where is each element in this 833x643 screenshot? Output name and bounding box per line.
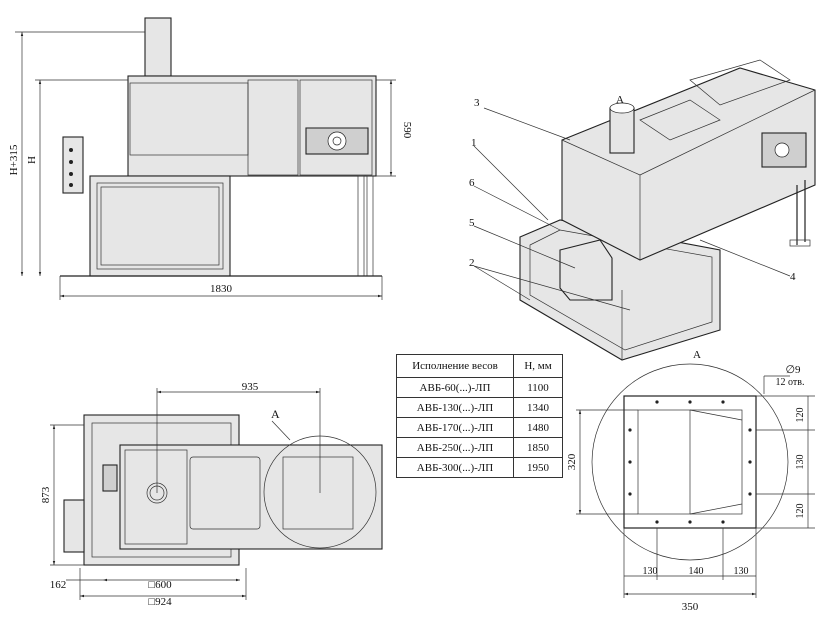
detail-a-view: A ∅9 12 отв. 120 130 120 320 130 140 130… (566, 349, 815, 613)
spec-table: Исполнение весов H, мм АВБ-60(...)-ЛП 11… (396, 354, 563, 478)
holes-diameter: ∅9 (785, 364, 801, 376)
row-model: АВБ-300(...)-ЛП (396, 457, 514, 478)
row-model: АВБ-130(...)-ЛП (396, 397, 514, 418)
row-model: АВБ-60(...)-ЛП (396, 377, 514, 398)
holes-count: 12 отв. (776, 377, 805, 388)
plan-view: 935 873 162 □600 □924 A (40, 381, 383, 608)
dim-chamber-height: 590 (401, 122, 413, 139)
dim-935: 935 (242, 381, 259, 393)
row-h: 1950 (513, 457, 563, 478)
row-h: 1850 (513, 437, 563, 458)
dim-bottom-130-right: 130 (734, 566, 749, 577)
callout-4: 4 (790, 271, 796, 283)
callout-3: 3 (474, 97, 480, 109)
callout-2: 2 (469, 257, 475, 269)
detail-circle (591, 363, 789, 561)
dim-right-120-bottom: 120 (795, 504, 806, 519)
row-h: 1100 (513, 377, 563, 398)
detail-flange (623, 395, 757, 529)
lower-bin (89, 175, 231, 277)
header-h: H, мм (513, 354, 563, 378)
callout-6: 6 (469, 177, 475, 189)
view-marker-a: A (616, 94, 624, 106)
section-a-label: A (271, 407, 280, 421)
dim-162: 162 (50, 579, 67, 591)
iso-pipe (609, 107, 635, 154)
header-version: Исполнение весов (396, 354, 514, 378)
isometric-view: 1 2 3 4 5 6 A (469, 59, 816, 361)
dim-height: H (26, 156, 38, 164)
dim-overall-350: 350 (682, 601, 699, 613)
table-row: АВБ-130(...)-ЛП 1340 (396, 397, 563, 418)
table-row: АВБ-300(...)-ЛП 1950 (396, 457, 563, 478)
dim-873: 873 (40, 486, 52, 503)
dim-width: 1830 (210, 283, 233, 295)
iso-control-box (559, 239, 613, 301)
dim-right-130: 130 (795, 455, 806, 470)
table-row: АВБ-250(...)-ЛП 1850 (396, 437, 563, 458)
dim-right-120-top: 120 (795, 408, 806, 423)
dim-bottom-140: 140 (689, 566, 704, 577)
row-h: 1340 (513, 397, 563, 418)
callout-5: 5 (469, 217, 475, 229)
table-row: АВБ-170(...)-ЛП 1480 (396, 417, 563, 438)
row-model: АВБ-170(...)-ЛП (396, 417, 514, 438)
dim-924: □924 (148, 596, 172, 608)
control-box (62, 136, 84, 194)
table-row: АВБ-60(...)-ЛП 1100 (396, 377, 563, 398)
chimney-pipe (144, 17, 172, 77)
row-h: 1480 (513, 417, 563, 438)
plan-upper-body (119, 444, 383, 550)
table-header-row: Исполнение весов H, мм (396, 354, 563, 378)
dim-600: □600 (148, 579, 172, 591)
dim-overall-height: H+315 (8, 144, 20, 175)
dim-bottom-130-left: 130 (643, 566, 658, 577)
upper-hopper-body (127, 75, 377, 177)
callout-1: 1 (471, 137, 477, 149)
front-view: H+315 H 590 1830 (8, 17, 413, 300)
row-model: АВБ-250(...)-ЛП (396, 437, 514, 458)
detail-title: A (693, 349, 701, 361)
dim-left-320: 320 (566, 453, 578, 470)
